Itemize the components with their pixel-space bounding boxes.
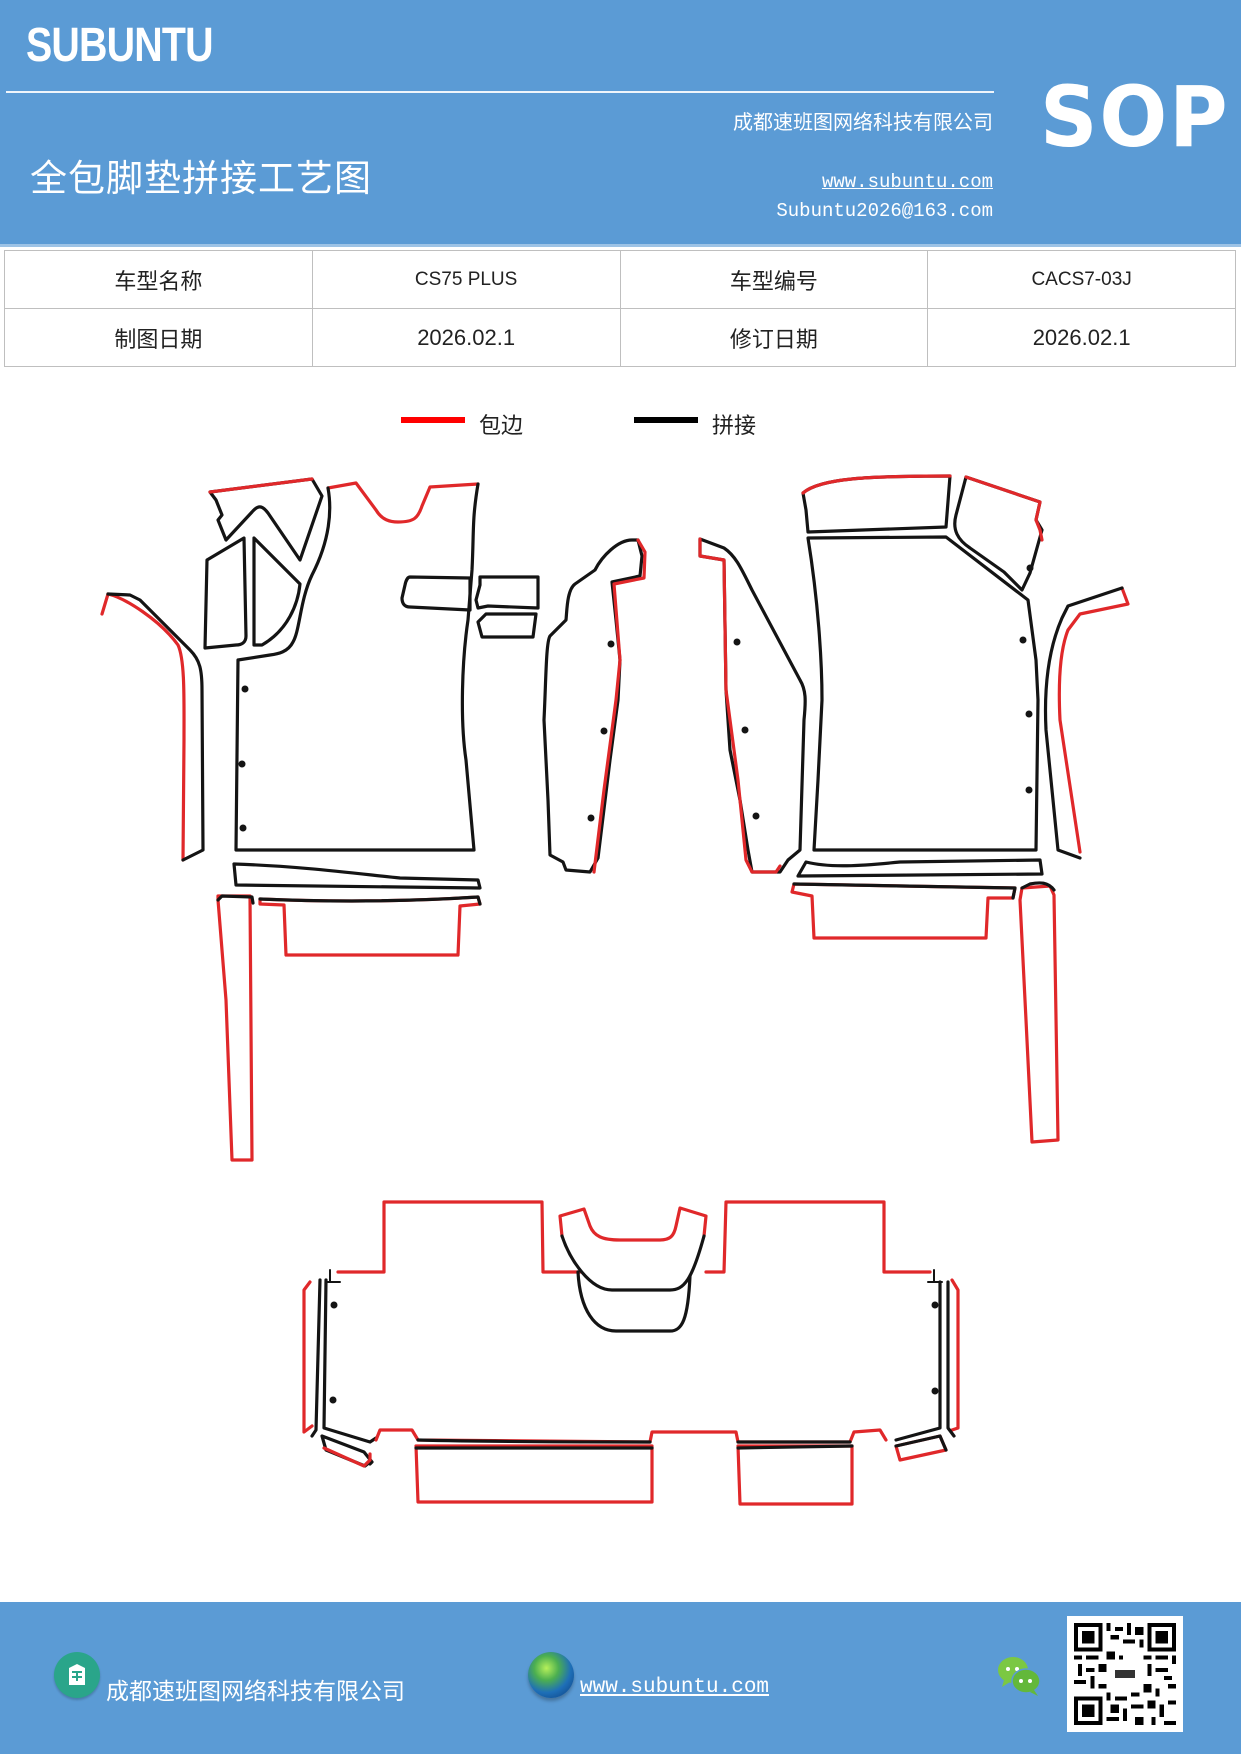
front-right-tunnel-panel xyxy=(698,537,807,874)
revision-date-label: 修订日期 xyxy=(619,308,929,367)
header-divider xyxy=(6,91,994,93)
front-left-door-sill-panel xyxy=(542,538,647,874)
header-bottom-border xyxy=(0,244,1241,247)
rear-main-mat xyxy=(302,1200,960,1444)
front-right-side-strip xyxy=(1043,586,1130,860)
brand-logo: SUBUNTU xyxy=(26,19,213,72)
vehicle-name-label: 车型名称 xyxy=(4,250,313,309)
red-line-swatch xyxy=(401,417,465,423)
vehicle-info-table: 车型名称 CS75 PLUS 车型编号 CACS7-03J 制图日期 2026.… xyxy=(4,250,1236,367)
footer-website-link[interactable]: www.subuntu.com xyxy=(580,1676,770,1699)
drawing-date-value: 2026.02.1 xyxy=(311,308,621,367)
wechat-icon xyxy=(996,1654,1042,1698)
front-left-main-mat xyxy=(234,481,480,852)
email-address: Subuntu2026@163.com xyxy=(776,200,993,222)
floor-mat-diagram xyxy=(0,440,1241,1580)
front-left-pedal-pieces xyxy=(203,477,324,650)
company-building-icon xyxy=(54,1652,100,1698)
footer-company-name: 成都速班图网络科技有限公司 xyxy=(106,1679,405,1705)
front-left-tunnel-panel xyxy=(400,575,540,639)
front-right-main-mat xyxy=(801,474,1044,852)
page-title: 全包脚垫拼接工艺图 xyxy=(30,157,372,200)
rear-center-hump xyxy=(558,1206,708,1333)
legend-item-seam: 拼接 xyxy=(634,400,756,440)
vehicle-code-label: 车型编号 xyxy=(619,250,929,309)
globe-icon xyxy=(528,1652,574,1698)
front-left-side-strip xyxy=(100,592,205,862)
table-row: 车型名称 CS75 PLUS 车型编号 CACS7-03J xyxy=(4,250,1236,309)
legend: 包边 拼接 xyxy=(0,400,1241,440)
legend-item-edging: 包边 xyxy=(401,400,523,440)
header-banner: SUBUNTU 全包脚垫拼接工艺图 成都速班图网络科技有限公司 www.subu… xyxy=(0,0,1241,247)
rear-under-seat-pads xyxy=(320,1434,948,1506)
table-row: 制图日期 2026.02.1 修订日期 2026.02.1 xyxy=(4,308,1236,367)
drawing-date-label: 制图日期 xyxy=(4,308,313,367)
vehicle-code-value: CACS7-03J xyxy=(927,250,1236,309)
qr-code xyxy=(1067,1616,1183,1732)
front-left-sill-strips xyxy=(216,862,482,1162)
sop-badge: SOP xyxy=(1040,68,1230,166)
company-name: 成都速班图网络科技有限公司 xyxy=(733,110,993,134)
legend-label: 拼接 xyxy=(712,414,757,439)
front-right-sill-strips xyxy=(790,858,1060,1144)
revision-date-value: 2026.02.1 xyxy=(927,308,1236,367)
website-link[interactable]: www.subuntu.com xyxy=(821,171,993,193)
vehicle-name-value: CS75 PLUS xyxy=(311,250,621,309)
black-line-swatch xyxy=(634,417,698,423)
footer: 成都速班图网络科技有限公司 www.subuntu.com xyxy=(0,1602,1241,1754)
legend-label: 包边 xyxy=(479,414,524,439)
